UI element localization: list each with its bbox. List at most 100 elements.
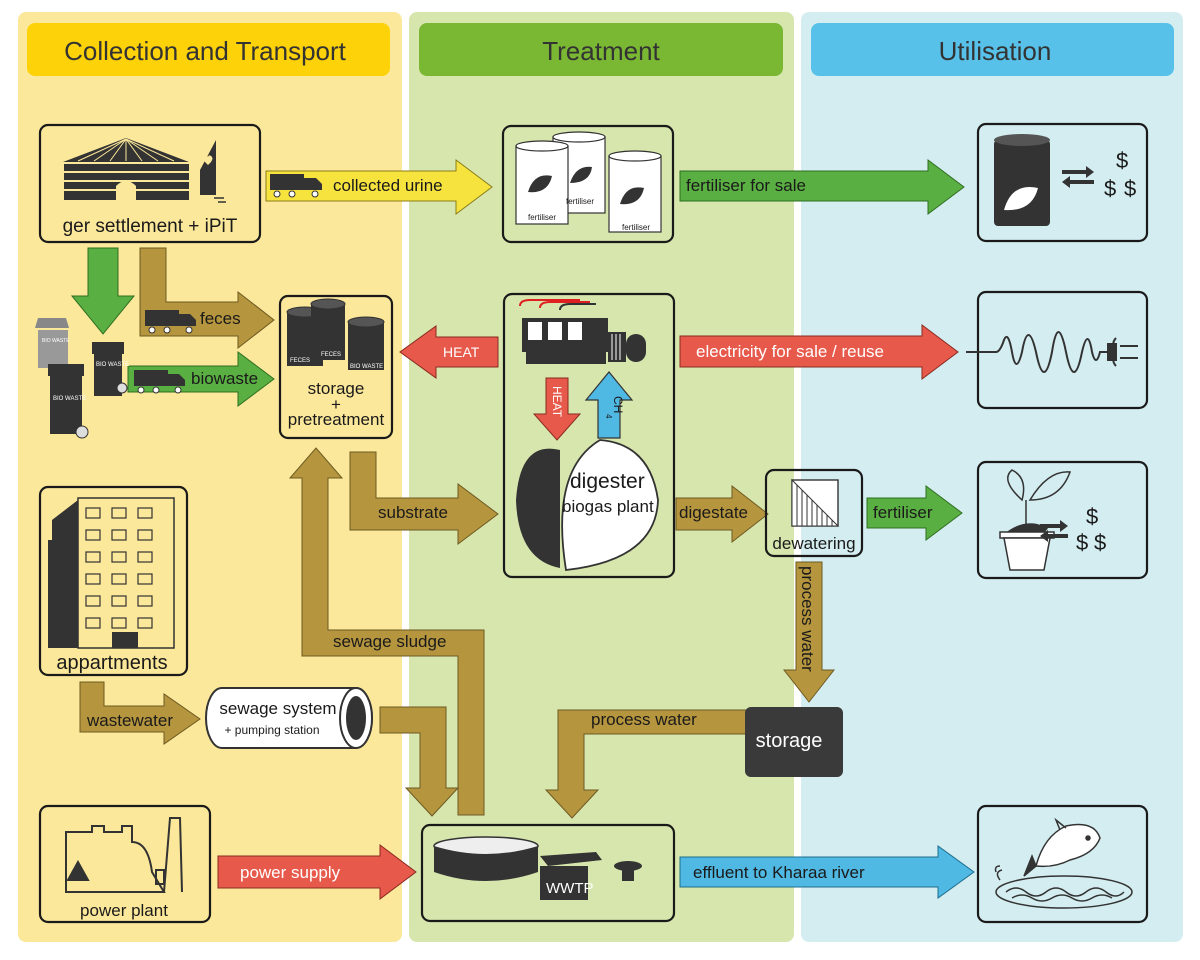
collection-header-title: Collection and Transport <box>64 36 347 66</box>
feces-drum-label-2: FECES <box>321 352 341 358</box>
digestate-arrow <box>675 484 769 544</box>
fertiliser-for-sale-arrow <box>679 159 965 215</box>
ger-settlement-label: ger settlement + iPiT <box>63 216 238 237</box>
effluent-arrow <box>679 845 975 899</box>
ch4-label: CH <box>611 396 625 413</box>
process-water-return-label: process water <box>591 710 697 729</box>
truck-icon-feces <box>145 310 196 334</box>
currency-icon-2b: $ <box>1076 530 1088 555</box>
storage-pretreatment-line-2: + <box>331 395 341 414</box>
storage-pretreatment-box <box>278 294 394 440</box>
fertiliser-cans-icon <box>515 131 662 233</box>
power-plant-icon <box>65 817 183 893</box>
digester-box <box>502 292 676 579</box>
heat-arrow <box>399 325 499 379</box>
digester-label: digester <box>570 470 645 493</box>
dewatering-box <box>764 468 864 558</box>
utilisation-header-title: Utilisation <box>939 36 1052 66</box>
electricity-arrow <box>679 324 959 380</box>
storage-drums-icon: FECES FECES BIO WASTE <box>286 298 385 370</box>
feces-drum-label-1: FECES <box>290 358 310 364</box>
wwtp-icon <box>433 836 642 900</box>
truck-icon-urine <box>270 174 322 198</box>
sewage-pipe-icon <box>205 687 373 749</box>
power-plant-box <box>38 804 212 924</box>
utilisation-column <box>801 12 1183 942</box>
currency-icon-1b: $ <box>1104 176 1116 201</box>
exchange-arrows-icon-2 <box>1040 520 1068 542</box>
storage-label: storage <box>756 730 823 752</box>
treatment-header-title: Treatment <box>542 36 660 66</box>
wastewater-arrow <box>79 681 201 745</box>
bio-waste-bin-label-1: BIO WASTE <box>42 338 70 344</box>
sewage-sludge-label: sewage sludge <box>333 632 446 651</box>
wwtp-label: WWTP <box>546 880 593 897</box>
currency-icon-1a: $ <box>1116 148 1128 173</box>
bio-waste-bin-label-3: BIO WASTE <box>53 396 86 402</box>
digestate-label: digestate <box>679 503 748 522</box>
bio-waste-bins-icon: BIO WASTE BIO WASTE BIO WASTE <box>35 318 129 439</box>
ger-to-biowaste-arrow <box>70 247 136 335</box>
treatment-header <box>419 23 783 76</box>
storage-box <box>745 707 843 777</box>
biowaste-label: biowaste <box>191 369 258 388</box>
fertiliser-label: fertiliser <box>873 503 933 522</box>
sewage-system-label: sewage system <box>219 699 336 718</box>
chp-engine-icon <box>519 299 646 364</box>
urine-fertiliser-box <box>501 124 675 244</box>
ger-icon <box>63 138 189 200</box>
power-supply-arrow <box>217 844 417 900</box>
fertiliser-can-sale-icon <box>994 134 1050 226</box>
biogas-plant-label: biogas plant <box>562 497 654 516</box>
biowaste-arrow <box>127 351 275 407</box>
utilisation-header <box>811 23 1174 76</box>
storage-pretreatment-line-1: storage <box>308 379 365 398</box>
potted-plant-icon <box>999 469 1072 571</box>
substrate-label: substrate <box>378 503 448 522</box>
fertiliser-sale-box <box>976 122 1149 243</box>
wastewater-label: wastewater <box>86 711 173 730</box>
kharaa-river-box <box>976 804 1149 924</box>
collected-urine-label: collected urine <box>333 176 443 195</box>
fertiliser-arrow <box>866 485 963 541</box>
sewage-sludge-arrow <box>288 447 485 816</box>
power-supply-label: power supply <box>240 863 341 882</box>
apartment-building-icon <box>48 497 175 649</box>
bio-waste-drum-label: BIO WASTE <box>350 364 383 370</box>
heat-label: HEAT <box>443 344 480 360</box>
feces-label: feces <box>200 309 241 328</box>
substrate-arrow <box>349 451 499 545</box>
digester-tank-icon <box>516 439 659 571</box>
appartments-box <box>38 485 189 677</box>
effluent-label: effluent to Kharaa river <box>693 863 865 882</box>
wwtp-box <box>420 823 676 923</box>
fertiliser-can-label-2: fertiliser <box>566 197 594 206</box>
currency-icon-2c: $ <box>1094 530 1106 555</box>
fertiliser-for-sale-label: fertiliser for sale <box>686 176 806 195</box>
process-water-down-arrow <box>782 561 836 703</box>
fish-river-icon <box>994 817 1133 909</box>
electricity-box <box>976 290 1149 410</box>
truck-icon-biowaste <box>134 370 185 394</box>
dewatering-label: dewatering <box>772 534 855 553</box>
electric-plug-icon <box>966 331 1138 373</box>
heat-down-label: HEAT <box>550 386 564 418</box>
fertiliser-can-label-3: fertiliser <box>622 223 650 232</box>
process-water-down-label: process water <box>798 566 817 672</box>
collected-urine-arrow <box>265 159 493 215</box>
pumping-station-label: + pumping station <box>224 723 319 737</box>
ipit-toilet-icon <box>200 140 226 203</box>
fertiliser-can-label-1: fertiliser <box>528 213 556 222</box>
exchange-arrows-icon <box>1062 166 1094 188</box>
ch4-up-arrow <box>584 371 634 439</box>
ch4-subscript: 4 <box>604 414 613 419</box>
dewatering-icon <box>791 478 840 527</box>
currency-icon-2a: $ <box>1086 504 1098 529</box>
currency-icon-1c: $ <box>1124 176 1136 201</box>
electricity-label: electricity for sale / reuse <box>696 342 884 361</box>
storage-pretreatment-line-3: pretreatment <box>288 410 385 429</box>
collection-header <box>27 23 390 76</box>
process-water-return-arrow <box>544 709 747 819</box>
appartments-label: appartments <box>56 652 167 674</box>
